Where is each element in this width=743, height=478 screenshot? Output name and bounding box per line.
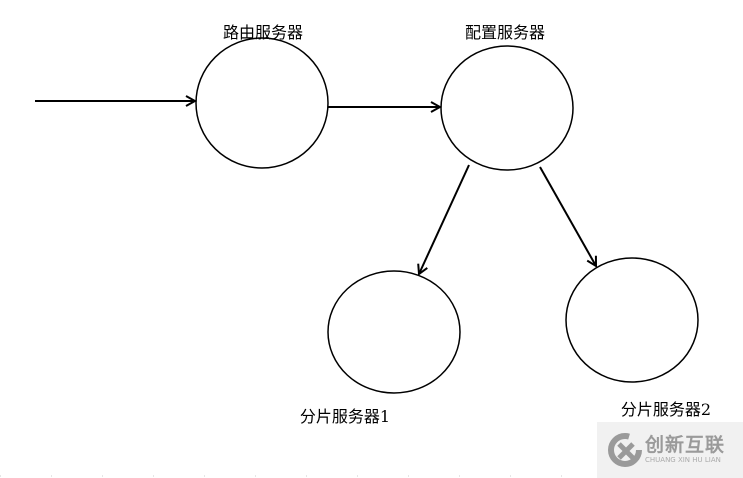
watermark: 创新互联 CHUANG XIN HU LIAN	[597, 422, 743, 478]
config-node	[440, 45, 574, 171]
shard2-node	[565, 257, 699, 383]
router-label: 路由服务器	[222, 23, 304, 42]
shard1-node	[327, 270, 461, 394]
config-label: 配置服务器	[464, 23, 546, 42]
shard2-label: 分片服务器2	[620, 400, 712, 419]
router-node	[195, 37, 329, 169]
config-to-shard2-arrow	[539, 166, 596, 266]
shard1-label: 分片服务器1	[299, 407, 391, 426]
watermark-logo-icon	[608, 433, 642, 467]
watermark-text: 创新互联	[645, 434, 726, 456]
config-to-shard1-arrow	[419, 164, 470, 274]
watermark-subtext: CHUANG XIN HU LIAN	[645, 456, 721, 464]
